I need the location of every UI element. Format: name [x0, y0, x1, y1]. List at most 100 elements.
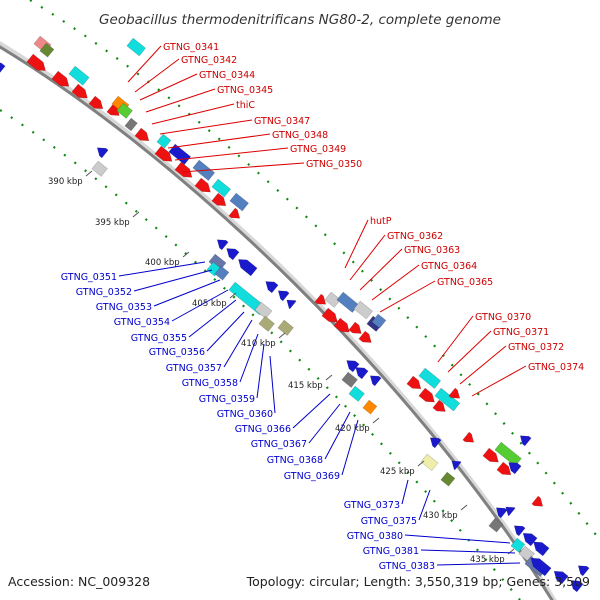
gene-feature-32: [277, 319, 294, 336]
gene-label-reverse: GTNG_0367: [251, 439, 307, 450]
gene-feature-64: [496, 461, 512, 476]
gene-label-forward: GTNG_0347: [254, 116, 310, 127]
label-leader: [145, 88, 216, 113]
label-leader: [134, 58, 180, 93]
gene-feature-9: [116, 102, 133, 119]
gene-feature-79: [533, 541, 550, 557]
tick-label: 405 kbp: [192, 299, 227, 309]
tick-mark: [229, 292, 237, 299]
gene-label-reverse: GTNG_0356: [149, 347, 205, 358]
label-leader: [436, 562, 521, 566]
gene-label-reverse: GTNG_0373: [344, 500, 400, 511]
gene-label-forward: GTNG_0342: [181, 55, 237, 66]
label-leader: [167, 133, 271, 149]
label-leader: [459, 345, 507, 385]
tick-label: 435 kbp: [470, 555, 505, 565]
gene-label-forward: GTNG_0365: [437, 277, 493, 288]
gene-feature-44: [371, 313, 387, 329]
gene-feature-24: [91, 160, 108, 177]
label-leader: [153, 279, 221, 307]
gene-feature-54: [369, 375, 382, 387]
gene-feature-18: [126, 37, 146, 57]
gene-label-forward: GTNG_0370: [475, 312, 531, 323]
gene-label-forward: hutP: [370, 216, 392, 227]
gene-feature-6: [68, 65, 90, 86]
gene-feature-68: [429, 437, 442, 449]
gene-feature-37: [277, 290, 290, 302]
tick-label: 425 kbp: [380, 467, 415, 477]
label-leader: [151, 103, 235, 125]
gene-label-reverse: GTNG_0353: [96, 302, 152, 313]
gene-feature-46: [333, 317, 350, 333]
gene-feature-72: [488, 517, 504, 533]
label-leader: [133, 269, 213, 292]
gene-feature-84: [577, 565, 590, 577]
gene-feature-55: [418, 367, 442, 389]
gene-label-reverse: GTNG_0368: [267, 455, 323, 466]
gene-feature-66: [519, 435, 532, 447]
gene-label-forward: GTNG_0350: [306, 159, 362, 170]
tick-label: 430 kbp: [423, 511, 458, 521]
gene-feature-14: [174, 161, 193, 178]
tick-mark: [372, 417, 380, 424]
tick-label: 410 kbp: [241, 339, 276, 349]
gene-feature-73: [495, 507, 508, 519]
label-leader: [379, 280, 436, 313]
label-leader: [341, 419, 359, 476]
gene-feature-34: [226, 248, 240, 261]
gene-label-reverse: GTNG_0359: [199, 394, 255, 405]
label-leader: [159, 119, 253, 135]
gene-label-forward: GTNG_0344: [199, 70, 255, 81]
gene-feature-69: [420, 453, 439, 472]
gene-feature-71: [440, 471, 456, 487]
tick-label: 420 kbp: [335, 424, 370, 434]
tick-label: 400 kbp: [145, 258, 180, 268]
gene-feature-15: [194, 177, 211, 193]
gene-feature-57: [406, 375, 422, 390]
tick-label: 390 kbp: [48, 177, 83, 187]
gene-feature-16: [211, 192, 227, 207]
label-leader: [223, 319, 253, 368]
gene-feature-83: [570, 580, 584, 593]
gene-label-reverse: GTNG_0383: [379, 561, 435, 572]
label-leader: [239, 333, 259, 383]
gene-label-reverse: GTNG_0369: [284, 471, 340, 482]
gene-feature-2: [39, 42, 55, 58]
gene-label-reverse: GTNG_0351: [61, 272, 117, 283]
gene-feature-45: [321, 307, 338, 323]
gene-label-reverse: GTNG_0360: [217, 409, 273, 420]
gene-label-forward: GTNG_0345: [217, 85, 273, 96]
tick-mark: [278, 332, 286, 339]
gene-feature-11: [124, 117, 138, 132]
gene-feature-17: [228, 207, 241, 219]
gene-label-reverse: GTNG_0381: [363, 546, 419, 557]
gene-label-reverse: GTNG_0357: [166, 363, 222, 374]
label-leader: [188, 299, 237, 338]
label-leader: [437, 315, 474, 363]
tick-mark: [460, 504, 468, 511]
gene-feature-51: [362, 399, 378, 415]
label-leader: [256, 343, 265, 399]
map-title: Geobacillus thermodenitrificans NG80-2, …: [99, 12, 501, 28]
genome-summary-text: Topology: circular; Length: 3,550,319 bp…: [246, 574, 590, 589]
guide-track-outer: [29, 0, 600, 541]
gene-feature-0: [26, 53, 46, 71]
gene-feature-41: [336, 291, 360, 313]
gene-feature-74: [505, 506, 516, 517]
label-leader: [127, 45, 162, 83]
gene-feature-67: [531, 495, 544, 507]
gene-feature-4: [71, 83, 88, 99]
gene-feature-42: [353, 300, 373, 320]
label-leader-lines: [118, 45, 527, 566]
tick-mark: [182, 251, 190, 258]
gene-feature-60: [448, 387, 461, 399]
gene-feature-59: [432, 399, 446, 412]
gene-label-reverse: GTNG_0375: [361, 516, 417, 527]
gene-label-forward: GTNG_0349: [290, 144, 346, 155]
gene-feature-70: [451, 460, 462, 471]
label-leader: [371, 264, 420, 301]
gene-feature-13: [154, 145, 173, 162]
genome-backbone: [0, 45, 554, 600]
